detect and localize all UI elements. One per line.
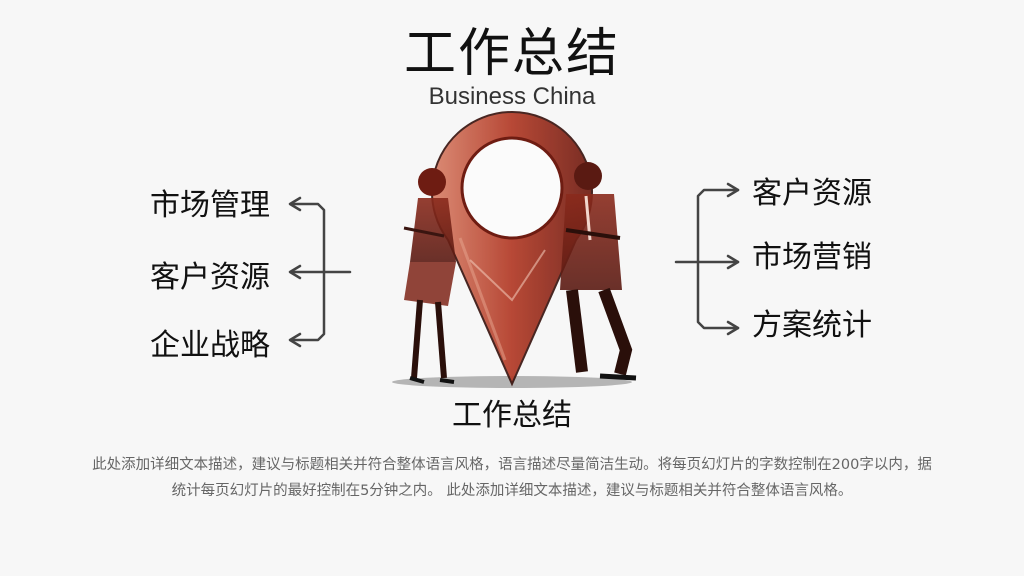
businessman-figure [560, 162, 637, 381]
left-item-enterprise-strategy: 企业战略 [150, 328, 270, 363]
businesswoman-figure [403, 168, 456, 384]
center-caption: 工作总结 [452, 398, 572, 433]
left-item-market-management: 市场管理 [150, 188, 270, 223]
page-title: 工作总结 [403, 24, 620, 84]
right-arrow-bracket [674, 182, 740, 336]
right-item-customer-resources: 客户资源 [752, 176, 872, 211]
left-item-customer-resources: 客户资源 [150, 260, 270, 295]
right-item-plan-statistics: 方案统计 [752, 308, 872, 343]
location-pin-icon [431, 111, 593, 387]
right-item-marketing: 市场营销 [752, 240, 872, 275]
description-text: 此处添加详细文本描述，建议与标题相关并符合整体语言风格，语言描述尽量简洁生动。将… [92, 457, 932, 499]
left-arrow-bracket [288, 196, 352, 348]
page-subtitle: Business China [428, 83, 596, 110]
